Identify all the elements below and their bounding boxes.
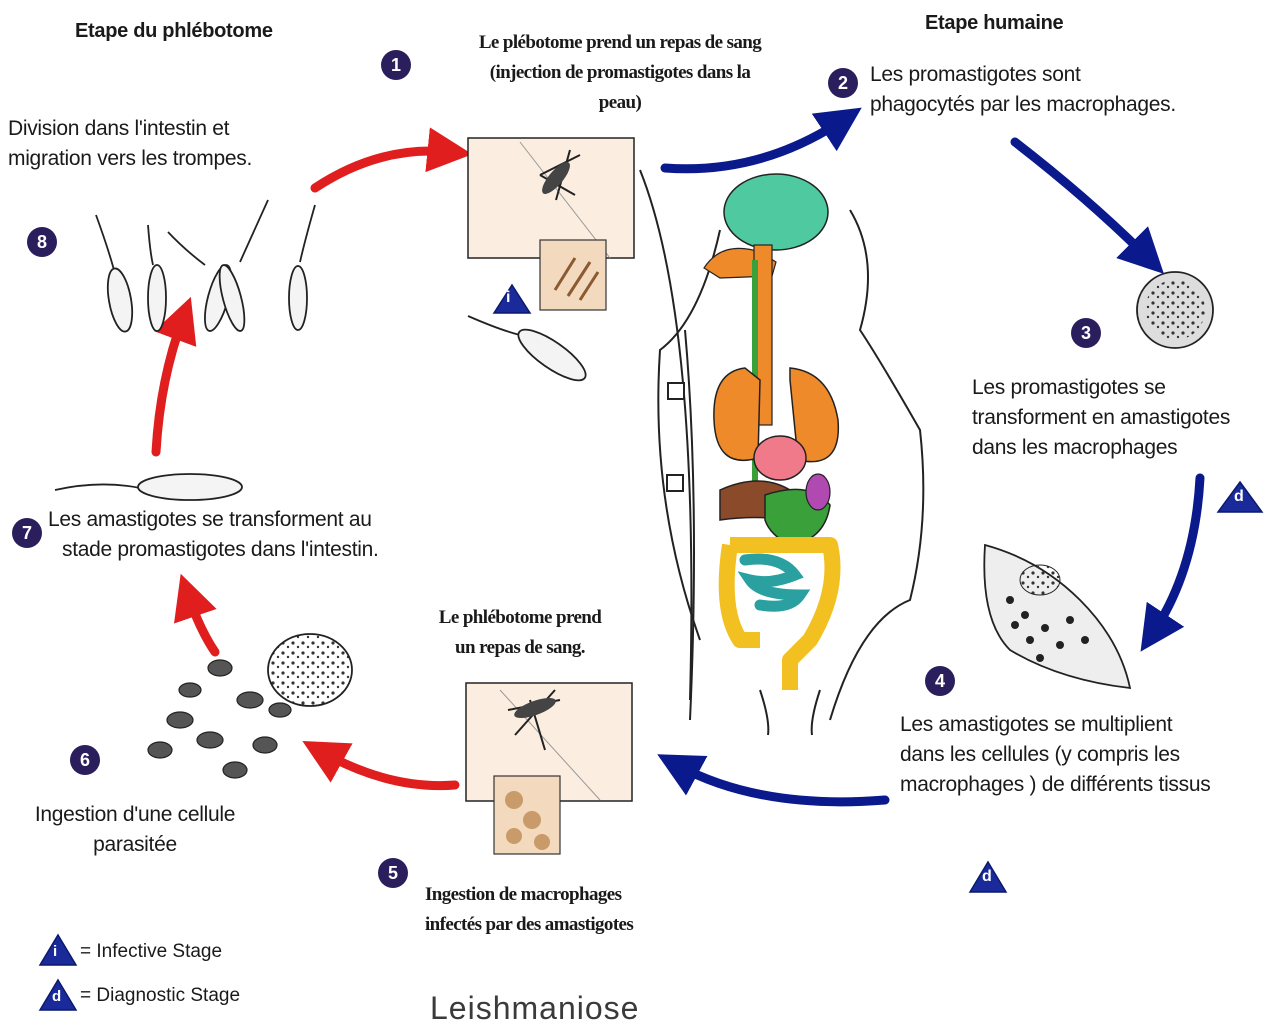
step-number-5: 5 [378, 858, 408, 888]
step-number-8: 8 [27, 227, 57, 257]
step-5-top-line: un repas de sang. [385, 633, 655, 663]
step-4-line: Les amastigotes se multiplient [900, 710, 1282, 740]
step-5-text: Ingestion de macrophages infectés par de… [425, 880, 755, 940]
step-number-7: 7 [12, 518, 42, 548]
step-6-line: Ingestion d'une cellule [10, 800, 260, 830]
step-8-text: Division dans l'intestin et migration ve… [8, 114, 338, 174]
legend-infective-label: = Infective Stage [80, 941, 222, 963]
step-4-text: Les amastigotes se multiplient dans les … [900, 710, 1282, 800]
step-3-line: transforment en amastigotes [972, 403, 1282, 433]
step-number-6: 6 [70, 745, 100, 775]
infected-macrophage-3 [1137, 272, 1213, 348]
step-2-text: Les promastigotes sont phagocytés par le… [870, 60, 1270, 120]
step-1-line: peau) [420, 88, 820, 118]
step-2-line: Les promastigotes sont [870, 60, 1270, 90]
legend-diagnostic-letter: d [52, 988, 61, 1005]
arrow-1-to-2 [665, 120, 843, 169]
step-4-line: dans les cellules (y compris les [900, 740, 1282, 770]
arrow-4-to-5 [677, 765, 885, 802]
arrow-6-to-7 [188, 595, 215, 652]
step-5-line: infectés par des amastigotes [425, 910, 755, 940]
step-1-text: Le plébotome prend un repas de sang (inj… [420, 28, 820, 118]
arrow-3-to-4 [1153, 478, 1200, 633]
step-3-line: Les promastigotes se [972, 373, 1282, 403]
step-number-4: 4 [925, 666, 955, 696]
step-3-text: Les promastigotes se transforment en ama… [972, 373, 1282, 463]
step-5-top-line: Le phlébotome prend [385, 603, 655, 633]
step-7-text: Les amastigotes se transforment au stade… [48, 505, 468, 565]
sandfly-bite-inset-5 [466, 683, 632, 854]
diagnostic-badge-letter: d [982, 868, 992, 886]
step-7-line: stade promastigotes dans l'intestin. [48, 535, 468, 565]
step-5-line: Ingestion de macrophages [425, 880, 755, 910]
step-1-line: (injection de promastigotes dans la [420, 58, 820, 88]
step-2-line: phagocytés par les macrophages. [870, 90, 1270, 120]
step-5-top-text: Le phlébotome prend un repas de sang. [385, 603, 655, 663]
badge-infective-diagram [494, 285, 530, 313]
legend-infective-letter: i [53, 943, 57, 960]
step-6-text: Ingestion d'une cellule parasitée [10, 800, 260, 860]
step-number-1: 1 [381, 50, 411, 80]
sandfly-bite-inset-1 [468, 138, 634, 310]
step-7-line: Les amastigotes se transforment au [48, 505, 468, 535]
vector-stage-heading: Etape du phlébotome [75, 20, 273, 43]
arrow-7-to-8 [156, 318, 183, 452]
human-stage-heading: Etape humaine [925, 12, 1063, 35]
step-3-line: dans les macrophages [972, 433, 1282, 463]
promastigote-step-7 [55, 474, 242, 500]
step-number-2: 2 [828, 68, 858, 98]
tissue-cell-4 [984, 545, 1130, 688]
diagnostic-badge-letter: d [1234, 488, 1244, 506]
promastigote-inset-1 [468, 316, 592, 389]
step-8-line: migration vers les trompes. [8, 144, 338, 174]
human-organs [704, 174, 838, 690]
promastigotes-group [96, 200, 315, 333]
step-1-line: Le plébotome prend un repas de sang [420, 28, 820, 58]
step-8-line: Division dans l'intestin et [8, 114, 338, 144]
step-6-line: parasitée [10, 830, 260, 860]
legend-diagnostic-label: = Diagnostic Stage [80, 985, 240, 1007]
infective-badge-letter: i [506, 289, 510, 307]
step-number-3: 3 [1071, 318, 1101, 348]
diagram-title: Leishmaniose [430, 990, 639, 1027]
arrow-5-to-6 [322, 752, 455, 786]
arrow-2-to-3 [1015, 142, 1148, 258]
step-4-line: macrophages ) de différents tissus [900, 770, 1282, 800]
